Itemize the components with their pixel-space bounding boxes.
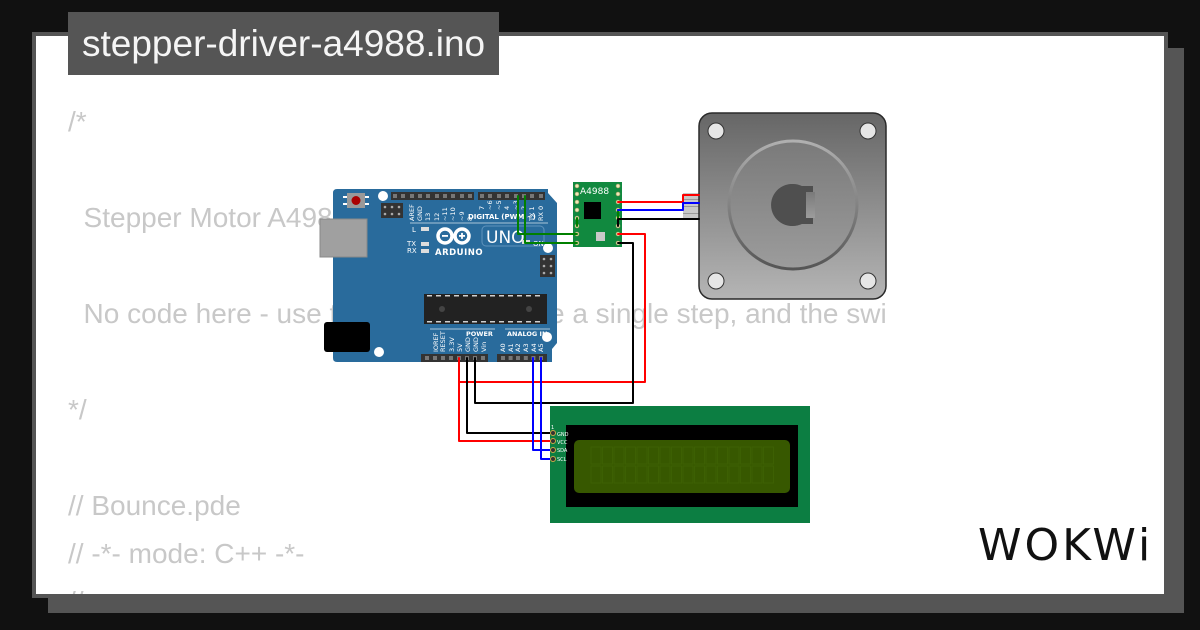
- pin-label: GND: [557, 432, 569, 438]
- wire-lcd-gnd[interactable]: [466, 357, 554, 434]
- analog-header[interactable]: [497, 354, 547, 362]
- motor-mount-hole: [859, 122, 877, 140]
- pin-label: GND: [464, 337, 472, 352]
- pin-label: 8: [466, 217, 474, 221]
- pin-label: 13: [424, 213, 432, 221]
- pin-label: A4: [530, 343, 538, 352]
- wire-motor-a1[interactable]: [617, 194, 700, 203]
- pin-label: A3: [522, 343, 530, 352]
- pin-label: RX 0: [537, 206, 545, 221]
- code-line: // Bounce.pde: [68, 490, 241, 521]
- stepper-motor[interactable]: [683, 112, 887, 300]
- digital-label: DIGITAL (PWM ~): [468, 213, 536, 221]
- lcd-pin-labels: GND VCC SDA SCL: [557, 432, 569, 463]
- pin-label: TX 1: [528, 206, 536, 222]
- pin-label: GND: [416, 206, 424, 221]
- pin-label: 7: [478, 206, 486, 210]
- reset-button[interactable]: [343, 193, 369, 208]
- pin-label: SDA: [557, 448, 568, 454]
- lcd-character-grid: [590, 446, 774, 484]
- led-rx: [421, 249, 429, 253]
- pin-label: 3.3V: [448, 337, 456, 352]
- mounting-hole: [374, 347, 384, 357]
- wire-lcd-vcc[interactable]: [458, 357, 554, 442]
- pin-label: AREF: [408, 204, 416, 221]
- pin-label: SCL: [557, 457, 567, 463]
- pin-label: GND: [472, 337, 480, 352]
- wire-lcd-scl[interactable]: [540, 357, 554, 460]
- code-line: // -*- mode: C++ -*-: [68, 538, 305, 569]
- driver-label: A4988: [580, 187, 609, 197]
- wire-driver-vcc[interactable]: [458, 233, 646, 383]
- usb-connector: [319, 218, 368, 258]
- pin-label: A2: [514, 343, 522, 352]
- pin-label: ~5: [495, 200, 503, 210]
- arduino-uno[interactable]: AREF GND 13 12 ~11 ~10 ~9 8 7 ~6 ~5 4 ~3…: [319, 189, 557, 362]
- file-title-tab: stepper-driver-a4988.ino: [68, 12, 500, 75]
- pin-label: IOREF: [432, 332, 440, 352]
- pin-label: Vin: [480, 342, 488, 352]
- wire-driver-gnd[interactable]: [474, 242, 634, 404]
- driver-chip: [584, 202, 601, 219]
- driver-potentiometer[interactable]: [596, 232, 605, 241]
- arduino-brand: ARDUINO: [435, 248, 483, 258]
- uno-badge: [481, 225, 545, 247]
- lcd-display[interactable]: 1 GND VCC SDA SCL: [550, 406, 810, 523]
- pin-label: ~10: [449, 207, 457, 221]
- pin-label: ~11: [441, 207, 449, 221]
- lcd-pins: [550, 430, 556, 462]
- mounting-hole: [543, 243, 553, 253]
- power-label: POWER: [466, 330, 493, 338]
- code-line: //: [68, 578, 1133, 594]
- led-tx: [421, 242, 429, 246]
- motor-mount-hole: [707, 122, 725, 140]
- pin-label: 4: [503, 206, 511, 210]
- motor-mount-hole: [859, 272, 877, 290]
- pin-label: RESET: [439, 331, 447, 352]
- wire-motor-a2[interactable]: [617, 202, 700, 211]
- pin-label: ~3: [512, 200, 520, 210]
- pin-label: A0: [499, 343, 507, 352]
- wire-lcd-sda[interactable]: [532, 357, 554, 451]
- icsp-header: [540, 255, 555, 277]
- icsp-header: [381, 203, 403, 218]
- wire-dir[interactable]: [524, 195, 578, 244]
- wire-motor-b1[interactable]: [617, 218, 700, 227]
- led-l: [421, 227, 429, 231]
- uno-label: UNO: [486, 228, 525, 248]
- code-line: /*: [68, 106, 87, 137]
- arduino-logo-icon: [436, 227, 471, 245]
- wire-step[interactable]: [517, 195, 578, 235]
- analog-pin-labels: A0 A1 A2 A3 A4 A5: [499, 343, 545, 352]
- pin-label: A1: [507, 343, 515, 352]
- wokwi-logo: WOKWi: [978, 520, 1154, 571]
- pin-label: 12: [433, 213, 441, 221]
- led-l-label: L: [412, 226, 416, 234]
- power-header[interactable]: [421, 354, 488, 362]
- pin-label: 5V: [456, 343, 464, 352]
- led-tx-label: TX: [406, 240, 416, 248]
- atmega-chip: [424, 294, 547, 324]
- pin-label: A5: [537, 343, 545, 352]
- pin-label: ~9: [458, 211, 466, 221]
- lcd-screen: [574, 440, 790, 493]
- pin-label: ~6: [486, 200, 494, 210]
- pin-label: VCC: [557, 440, 568, 446]
- led-rx-label: RX: [407, 247, 417, 255]
- wires: [458, 194, 700, 460]
- analog-label: ANALOG IN: [507, 330, 547, 338]
- code-line: */: [68, 394, 87, 425]
- a4988-driver[interactable]: A4988: [573, 182, 622, 247]
- lcd-pin-one: 1: [551, 425, 554, 431]
- mounting-hole: [542, 332, 552, 342]
- power-pin-labels: IOREF RESET 3.3V 5V GND GND Vin: [432, 331, 488, 352]
- digital-header[interactable]: [391, 192, 545, 200]
- motor-mount-hole: [707, 272, 725, 290]
- mounting-hole: [378, 191, 388, 201]
- power-jack: [324, 322, 370, 352]
